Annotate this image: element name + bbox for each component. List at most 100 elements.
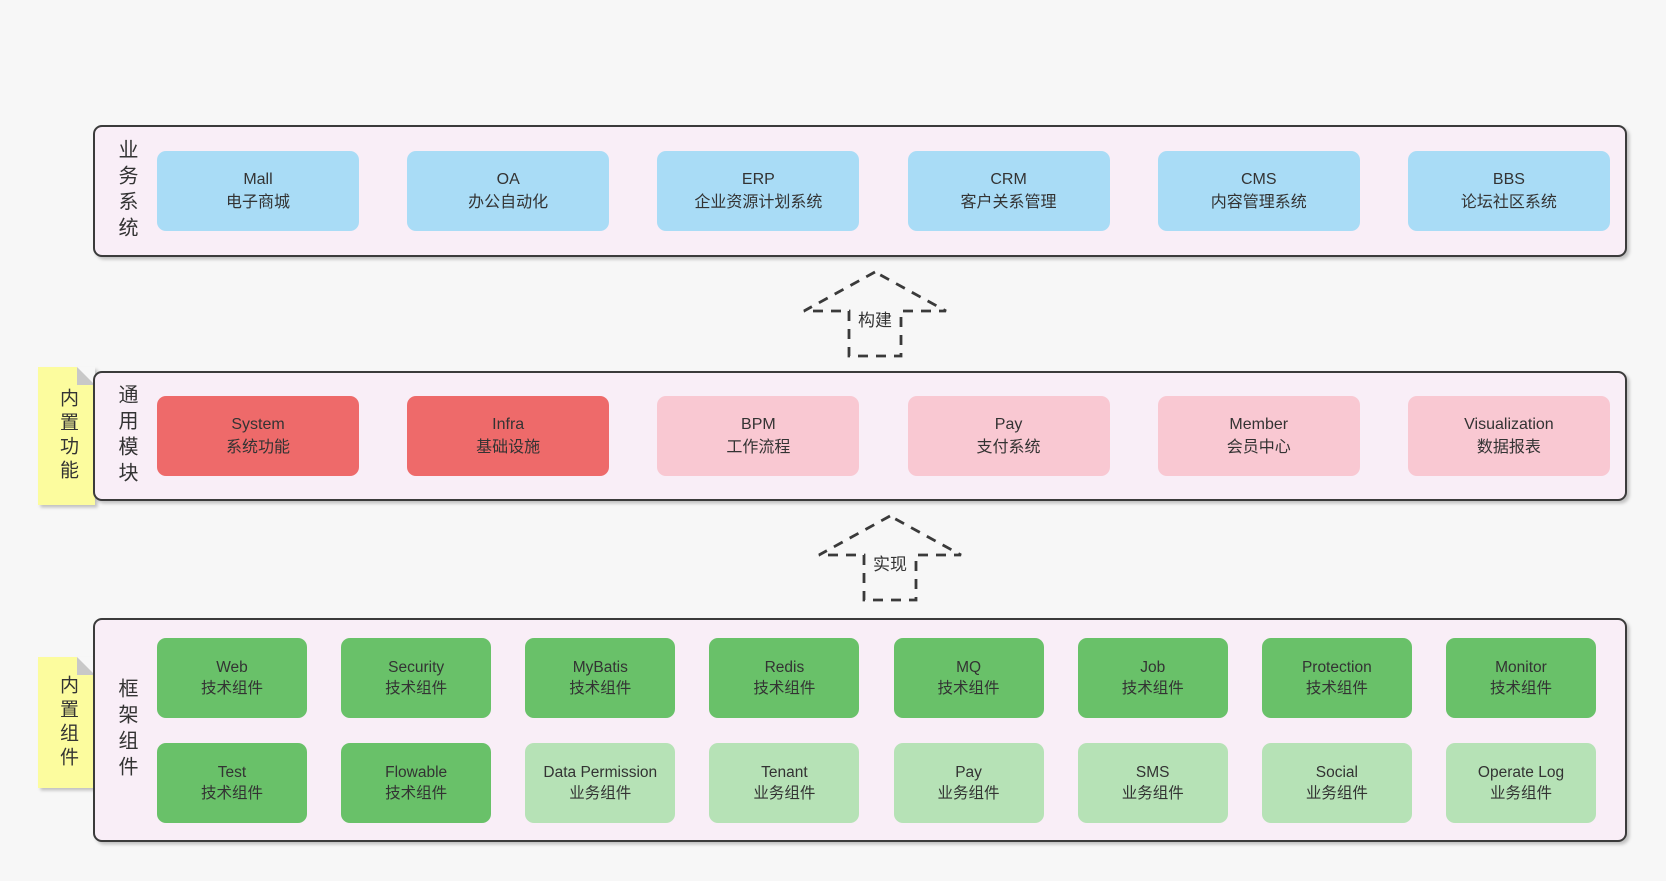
panel-business-label: 业务系统 bbox=[95, 127, 157, 255]
box-title: CMS bbox=[1240, 171, 1277, 188]
box-security: Security 技术组件 bbox=[341, 637, 492, 718]
box-mall: Mall 电子商城 bbox=[157, 151, 359, 231]
box-data-permission: Data Permission 业务组件 bbox=[525, 742, 676, 823]
box-subtitle: 数据报表 bbox=[1476, 439, 1541, 456]
box-oa: OA 办公自动化 bbox=[407, 151, 610, 231]
box-system: System 系统功能 bbox=[157, 396, 359, 476]
box-subtitle: 技术组件 bbox=[385, 679, 448, 697]
box-subtitle: 业务组件 bbox=[569, 784, 632, 802]
panel-common-modules: 通用模块 System 系统功能 Infra 基础设施 BPM 工作流程 Pay… bbox=[93, 371, 1627, 501]
box-cms: CMS 内容管理系统 bbox=[1157, 151, 1360, 231]
box-operate-log: Operate Log 业务组件 bbox=[1445, 742, 1596, 823]
box-subtitle: 业务组件 bbox=[1305, 784, 1368, 802]
box-subtitle: 技术组件 bbox=[937, 679, 1000, 697]
box-subtitle: 技术组件 bbox=[1489, 679, 1552, 697]
box-title: OA bbox=[496, 171, 520, 188]
box-title: SMS bbox=[1135, 763, 1170, 781]
business-box-row: Mall 电子商城 OA 办公自动化 ERP 企业资源计划系统 CRM 客户关系… bbox=[157, 151, 1610, 231]
box-web: Web 技术组件 bbox=[157, 637, 307, 718]
box-title: Monitor bbox=[1495, 658, 1547, 676]
box-subtitle: 技术组件 bbox=[753, 679, 816, 697]
arrow-implement-label: 实现 bbox=[870, 550, 910, 575]
box-pay-module: Pay 支付系统 bbox=[907, 396, 1110, 476]
box-subtitle: 基础设施 bbox=[476, 439, 541, 456]
box-title: Member bbox=[1229, 416, 1289, 433]
box-crm: CRM 客户关系管理 bbox=[907, 151, 1110, 231]
box-title: Protection bbox=[1301, 658, 1372, 676]
box-flowable: Flowable 技术组件 bbox=[341, 742, 492, 823]
box-mq: MQ 技术组件 bbox=[893, 637, 1044, 718]
box-monitor: Monitor 技术组件 bbox=[1445, 637, 1596, 718]
box-subtitle: 办公自动化 bbox=[468, 194, 549, 211]
box-title: Flowable bbox=[385, 763, 448, 781]
box-subtitle: 工作流程 bbox=[726, 439, 791, 456]
panel-modules-content: System 系统功能 Infra 基础设施 BPM 工作流程 Pay 支付系统… bbox=[157, 373, 1625, 499]
panel-components-content: Web 技术组件 Security 技术组件 MyBatis 技术组件 Redi… bbox=[157, 620, 1625, 840]
box-title: Redis bbox=[764, 658, 805, 676]
box-title: Test bbox=[217, 763, 247, 781]
box-subtitle: 技术组件 bbox=[200, 679, 263, 697]
box-subtitle: 业务组件 bbox=[1121, 784, 1184, 802]
arrow-build: 构建 bbox=[802, 270, 948, 358]
box-title: Pay bbox=[955, 763, 982, 781]
arrow-implement: 实现 bbox=[817, 514, 963, 602]
box-title: System bbox=[231, 416, 285, 433]
vertical-label-text: 业务系统 bbox=[115, 139, 137, 243]
box-subtitle: 论坛社区系统 bbox=[1460, 194, 1557, 211]
box-subtitle: 技术组件 bbox=[385, 784, 448, 802]
box-title: Social bbox=[1315, 763, 1358, 781]
components-box-row-2: Test 技术组件 Flowable 技术组件 Data Permission … bbox=[157, 742, 1596, 823]
panel-components-label: 框架组件 bbox=[95, 620, 157, 840]
box-title: Web bbox=[216, 658, 248, 676]
box-title: Visualization bbox=[1464, 416, 1554, 433]
panel-framework-components: 框架组件 Web 技术组件 Security 技术组件 MyBatis 技术组件… bbox=[93, 618, 1627, 842]
box-title: MQ bbox=[956, 658, 982, 676]
box-job: Job 技术组件 bbox=[1077, 637, 1228, 718]
note-text: 内置功能 bbox=[56, 388, 78, 484]
box-title: Pay bbox=[994, 416, 1023, 433]
box-subtitle: 技术组件 bbox=[200, 784, 263, 802]
box-title: Operate Log bbox=[1477, 763, 1565, 781]
box-mybatis: MyBatis 技术组件 bbox=[525, 637, 676, 718]
box-tenant: Tenant 业务组件 bbox=[709, 742, 860, 823]
box-bbs: BBS 论坛社区系统 bbox=[1407, 151, 1610, 231]
box-subtitle: 客户关系管理 bbox=[960, 194, 1057, 211]
box-social: Social 业务组件 bbox=[1261, 742, 1412, 823]
note-built-in-features: 内置功能 bbox=[38, 367, 95, 505]
box-subtitle: 业务组件 bbox=[937, 784, 1000, 802]
box-subtitle: 支付系统 bbox=[976, 439, 1041, 456]
box-subtitle: 技术组件 bbox=[569, 679, 632, 697]
modules-box-row: System 系统功能 Infra 基础设施 BPM 工作流程 Pay 支付系统… bbox=[157, 396, 1610, 476]
vertical-label-text: 框架组件 bbox=[115, 678, 137, 782]
box-subtitle: 业务组件 bbox=[1489, 784, 1552, 802]
box-title: ERP bbox=[741, 171, 775, 188]
box-visualization: Visualization 数据报表 bbox=[1407, 396, 1610, 476]
box-subtitle: 业务组件 bbox=[753, 784, 816, 802]
box-bpm: BPM 工作流程 bbox=[657, 396, 860, 476]
arrow-build-label: 构建 bbox=[855, 306, 895, 331]
box-member: Member 会员中心 bbox=[1157, 396, 1360, 476]
box-title: Mall bbox=[243, 171, 273, 188]
box-sms: SMS 业务组件 bbox=[1077, 742, 1228, 823]
box-erp: ERP 企业资源计划系统 bbox=[657, 151, 860, 231]
box-subtitle: 技术组件 bbox=[1305, 679, 1368, 697]
box-title: CRM bbox=[990, 171, 1027, 188]
panel-modules-label: 通用模块 bbox=[95, 373, 157, 499]
box-subtitle: 系统功能 bbox=[225, 439, 290, 456]
vertical-label-text: 通用模块 bbox=[115, 384, 137, 488]
box-pay-component: Pay 业务组件 bbox=[893, 742, 1044, 823]
box-subtitle: 电子商城 bbox=[225, 194, 290, 211]
box-test: Test 技术组件 bbox=[157, 742, 307, 823]
components-box-row-1: Web 技术组件 Security 技术组件 MyBatis 技术组件 Redi… bbox=[157, 637, 1596, 718]
box-subtitle: 技术组件 bbox=[1121, 679, 1184, 697]
box-title: Infra bbox=[492, 416, 525, 433]
box-title: Tenant bbox=[761, 763, 808, 781]
panel-business-content: Mall 电子商城 OA 办公自动化 ERP 企业资源计划系统 CRM 客户关系… bbox=[157, 127, 1625, 255]
box-subtitle: 内容管理系统 bbox=[1210, 194, 1307, 211]
box-title: Data Permission bbox=[543, 763, 658, 781]
note-text: 内置组件 bbox=[56, 674, 78, 771]
box-protection: Protection 技术组件 bbox=[1261, 637, 1412, 718]
panel-business-systems: 业务系统 Mall 电子商城 OA 办公自动化 ERP 企业资源计划系统 CRM… bbox=[93, 125, 1627, 257]
box-redis: Redis 技术组件 bbox=[709, 637, 860, 718]
box-title: Security bbox=[388, 658, 445, 676]
